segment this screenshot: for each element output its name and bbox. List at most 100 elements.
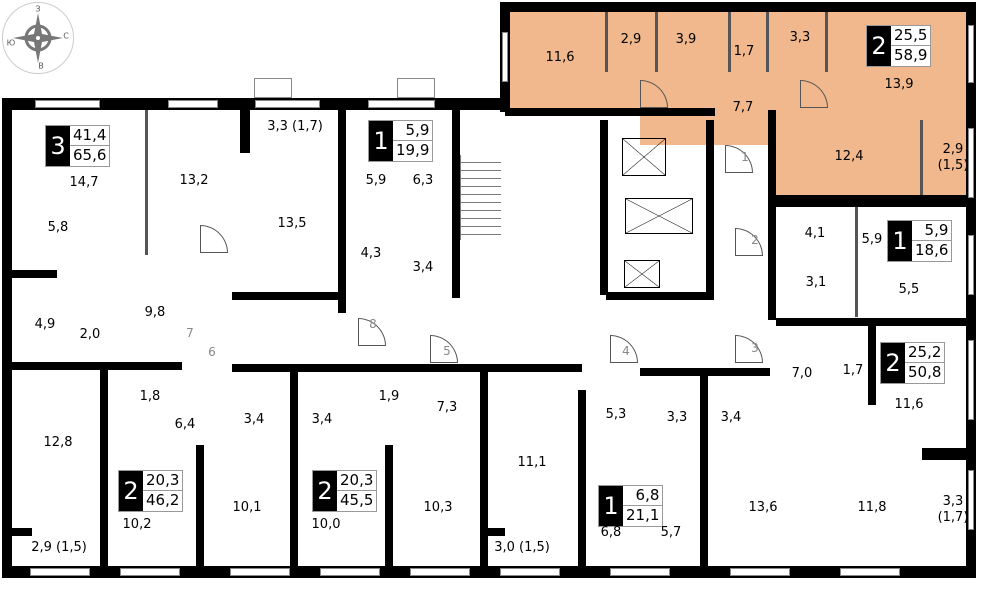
room-area-label: 12,8: [43, 435, 73, 450]
room-area-label: 5,8: [47, 220, 69, 235]
room-area-label: 6,8: [600, 525, 622, 540]
room-area-label: 5,5: [898, 282, 920, 297]
room-area-label: 10,1: [232, 500, 262, 515]
room-area-label: 13,6: [748, 500, 778, 515]
room-area-label: 4,1: [804, 226, 826, 241]
living-area: 25,2: [905, 343, 945, 363]
living-area: 41,4: [70, 126, 110, 146]
entrance-number: 8: [369, 317, 377, 331]
room-area-label: 4,3: [360, 246, 382, 261]
room-area-label: 3,1: [805, 275, 827, 290]
compass-west: З: [35, 4, 41, 14]
room-area-label: 3,3: [789, 30, 811, 45]
entrance-number: 3: [751, 341, 759, 355]
room-area-label: 3,4: [720, 410, 742, 425]
room-count: 1: [369, 121, 393, 161]
total-area: 18,6: [915, 241, 949, 259]
room-area-label: 3,9: [675, 32, 697, 47]
total-area: 50,8: [908, 363, 942, 381]
room-area-label: 3,0 (1,5): [494, 540, 550, 555]
room-area-label: 4,9: [34, 317, 56, 332]
room-area-label: 13,2: [179, 173, 209, 188]
room-area-label: 5,9: [861, 232, 883, 247]
room-area-label: 2,0: [79, 327, 101, 342]
room-count: 2: [313, 471, 337, 511]
room-area-label: 1,8: [139, 389, 161, 404]
elevator-icon: [622, 138, 666, 176]
room-area-label: 9,8: [144, 305, 166, 320]
room-area-label: 3,4: [311, 412, 333, 427]
total-area: 46,2: [146, 491, 180, 509]
room-area-label: 11,6: [545, 50, 575, 65]
compass-south: Ю: [6, 38, 16, 48]
room-area-label: 13,5: [277, 216, 307, 231]
living-area: 25,5: [891, 26, 931, 46]
room-area-label: 3,3 (1,7): [267, 119, 323, 134]
staircase: [460, 155, 501, 240]
room-count: 2: [867, 26, 891, 66]
compass-rose-icon: [13, 13, 63, 63]
elevator-icon: [625, 198, 693, 234]
room-count: 1: [599, 486, 623, 526]
room-area-label: 1,9: [378, 389, 400, 404]
entrance-number: 1: [741, 150, 749, 164]
living-area: 5,9: [912, 221, 952, 241]
room-area-label: 14,7: [69, 175, 99, 190]
room-area-label: 10,0: [311, 517, 341, 532]
living-area: 5,9: [393, 121, 433, 141]
room-area-label: 5,9: [365, 173, 387, 188]
entrance-number: 2: [751, 233, 759, 247]
room-area-label: 3,3: [666, 410, 688, 425]
room-count: 2: [119, 471, 143, 511]
living-area: 20,3: [143, 471, 183, 491]
total-area: 58,9: [894, 46, 928, 64]
room-area-label: 5,7: [660, 525, 682, 540]
room-area-label: 7,0: [791, 366, 813, 381]
total-area: 19,9: [396, 141, 430, 159]
compass-east: В: [38, 61, 44, 71]
room-area-label: 5,3: [605, 407, 627, 422]
room-area-label: 10,3: [423, 500, 453, 515]
room-count: 1: [888, 221, 912, 261]
room-area-label: 11,6: [894, 397, 924, 412]
room-count: 3: [46, 126, 70, 166]
compass-north: С: [63, 31, 69, 41]
room-area-label: 3,4: [412, 260, 434, 275]
room-area-label: 2,9 (1,5): [937, 142, 969, 173]
living-area: 20,3: [337, 471, 377, 491]
total-area: 45,5: [340, 491, 374, 509]
entrance-number: 4: [622, 344, 630, 358]
room-area-label: 7,7: [732, 100, 754, 115]
elevator-icon: [624, 260, 660, 288]
room-area-label: 3,3 (1,7): [937, 494, 969, 525]
living-area: 6,8: [623, 486, 663, 506]
room-area-label: 1,7: [842, 363, 864, 378]
entrance-number: 5: [443, 344, 451, 358]
entrance-number: 6: [208, 345, 216, 359]
room-area-label: 13,9: [884, 77, 914, 92]
total-area: 65,6: [73, 146, 107, 164]
room-area-label: 2,9 (1,5): [31, 540, 87, 555]
room-area-label: 10,2: [122, 517, 152, 532]
room-area-label: 12,4: [834, 149, 864, 164]
compass: З С Ю В: [2, 2, 74, 74]
room-area-label: 6,3: [412, 173, 434, 188]
room-area-label: 1,7: [733, 44, 755, 59]
door: [200, 225, 228, 253]
room-area-label: 11,1: [517, 455, 547, 470]
room-area-label: 2,9: [620, 32, 642, 47]
total-area: 21,1: [626, 506, 660, 524]
room-area-label: 3,4: [243, 412, 265, 427]
room-area-label: 7,3: [436, 400, 458, 415]
room-area-label: 6,4: [174, 417, 196, 432]
entrance-number: 7: [186, 326, 194, 340]
room-count: 2: [881, 343, 905, 383]
